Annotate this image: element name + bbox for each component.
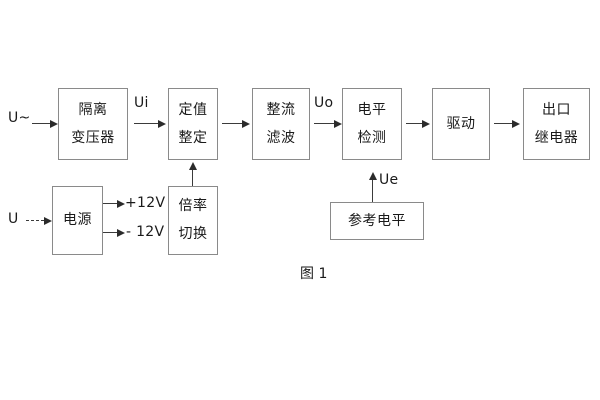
arrow-head [50,119,58,128]
block-level-detection[interactable]: 电平 检测 [342,88,402,160]
arrow-input-to-isolation-transformer [32,119,58,128]
block-reference-level[interactable]: 参考电平 [330,202,424,240]
arrow-rectify-filter-to-level-detection [314,119,342,128]
arrow-head [368,172,377,180]
block-label-line: 检测 [357,129,387,146]
input-label-ac: U~ [8,110,31,126]
signal-label-ue: Ue [379,172,399,188]
block-label-line: 参考电平 [348,212,406,229]
block-label-line: 倍率 [178,198,208,215]
rail-label-negative: - 12V [126,224,165,240]
arrow-shaft [134,123,158,124]
signal-label-ui: Ui [134,95,149,111]
arrow-shaft [494,123,512,124]
block-label-line: 切换 [178,226,208,242]
block-setting-value[interactable]: 定值 整定 [168,88,218,160]
figure-caption: 图 1 [300,266,328,282]
arrow-shaft [406,123,422,124]
arrow-head [44,216,52,225]
arrow-shaft [372,180,373,202]
arrow-rail-negative [103,228,125,237]
arrow-shaft [32,123,50,124]
arrow-isolation-transformer-to-setting-value [134,119,166,128]
arrow-shaft [26,220,44,221]
arrow-head [242,119,250,128]
block-label-line: 驱动 [446,115,476,132]
arrow-shaft [222,123,242,124]
arrow-dc-input-to-power-supply [26,216,52,225]
arrow-level-detection-to-drive [406,119,430,128]
block-label-line: 定值 [178,101,208,118]
arrow-shaft [103,203,117,204]
arrow-shaft [103,232,117,233]
arrow-head [512,119,520,128]
arrow-head [188,162,197,170]
block-label-line: 滤波 [266,129,296,146]
arrow-shaft [314,123,334,124]
block-output-relay[interactable]: 出口 继电器 [523,88,590,160]
arrow-head [117,228,125,237]
block-label-line: 隔离 [78,101,108,118]
arrow-rail-positive [103,199,125,208]
block-drive[interactable]: 驱动 [432,88,490,160]
block-power-supply[interactable]: 电源 [52,186,103,255]
block-label-line: 整流 [266,101,296,118]
arrow-head [334,119,342,128]
signal-label-uo: Uo [314,95,334,111]
arrow-head [158,119,166,128]
block-rectify-filter[interactable]: 整流 滤波 [252,88,310,160]
arrow-head [422,119,430,128]
rail-label-positive: +12V [125,195,166,211]
block-multiplier-switch[interactable]: 倍率 切换 [168,186,218,255]
block-isolation-transformer[interactable]: 隔离 变压器 [58,88,128,160]
arrow-shaft [192,170,193,186]
arrow-head [117,199,125,208]
arrow-drive-to-output-relay [494,119,520,128]
arrow-setting-value-to-rectify-filter [222,119,250,128]
arrow-multiplier-switch-to-setting-value [188,162,197,186]
block-label-line: 电平 [357,101,387,118]
arrow-reference-level-to-level-detection [368,172,377,202]
block-label-line: 变压器 [71,129,115,146]
block-label-line: 继电器 [534,129,579,146]
block-label-line: 出口 [542,101,571,118]
input-label-dc: U [8,211,19,227]
block-label-line: 整定 [178,129,208,146]
block-label-line: 电源 [63,212,92,229]
